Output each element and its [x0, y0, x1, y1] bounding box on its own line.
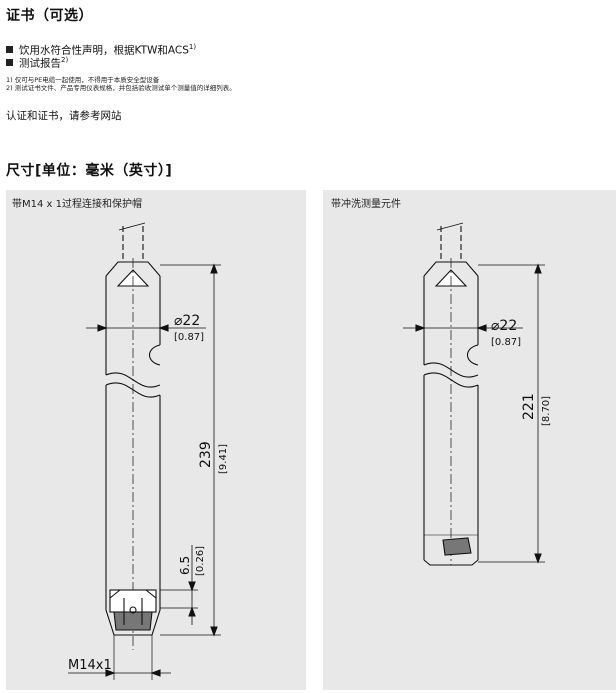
- certificates-heading: 证书（可选）: [6, 8, 93, 24]
- cap-inch-label: [0.26]: [195, 546, 206, 576]
- drawing-panel-left: 带M14 x 1过程连接和保护帽: [6, 190, 306, 690]
- diameter-label: ⌀22: [491, 318, 517, 334]
- dimensions-heading: 尺寸[单位：毫米（英寸）]: [6, 163, 173, 179]
- length-label: 239: [198, 441, 214, 468]
- list-item-text: 饮用水符合性声明，根据KTW和ACS: [19, 44, 189, 57]
- footnote-number: 1): [6, 76, 13, 84]
- cap-label: 6.5: [178, 556, 192, 575]
- drawing-panel-right: 带冲洗测量元件: [323, 190, 616, 690]
- diameter-inch-label: [0.87]: [174, 332, 204, 343]
- diameter-label: ⌀22: [174, 313, 200, 329]
- footnote-text: 测试证书文件、产品专用仪表规格，并包括验收测试单个测量值的详细列表。: [14, 84, 236, 92]
- footnote-2: 2) 测试证书文件、产品专用仪表规格，并包括验收测试单个测量值的详细列表。: [6, 84, 236, 92]
- thread-label: M14x1: [68, 658, 112, 673]
- panel-title: 带M14 x 1过程连接和保护帽: [12, 199, 142, 210]
- list-item-text: 测试报告: [19, 57, 61, 70]
- list-item: 饮用水符合性声明，根据KTW和ACS1): [6, 40, 196, 58]
- bullet-icon: [6, 58, 13, 66]
- bullet-icon: [6, 45, 13, 53]
- list-item: 测试报告2): [6, 53, 68, 71]
- diameter-inch-label: [0.87]: [491, 337, 521, 348]
- certificates-note: 认证和证书，请参考网站: [6, 110, 122, 122]
- probe-drawing-right: ⌀22 [0.87] 221 [8.70]: [403, 222, 552, 566]
- footnote-ref: 1): [188, 43, 197, 51]
- footnote-ref: 2): [61, 56, 69, 64]
- length-inch-label: [8.70]: [541, 396, 552, 426]
- length-inch-label: [9.41]: [218, 444, 229, 474]
- probe-drawing-left: ⌀22 [0.87] 239 [9.41] 6.5 [0.26] M14x1: [68, 222, 229, 680]
- footnote-number: 2): [6, 84, 13, 92]
- panel-title: 带冲洗测量元件: [331, 199, 401, 210]
- footnote-1: 1) 仅可与PE电缆一起使用，不得用于本质安全型设备: [6, 76, 159, 84]
- footnote-text: 仅可与PE电缆一起使用，不得用于本质安全型设备: [14, 76, 160, 84]
- length-label: 221: [521, 393, 537, 420]
